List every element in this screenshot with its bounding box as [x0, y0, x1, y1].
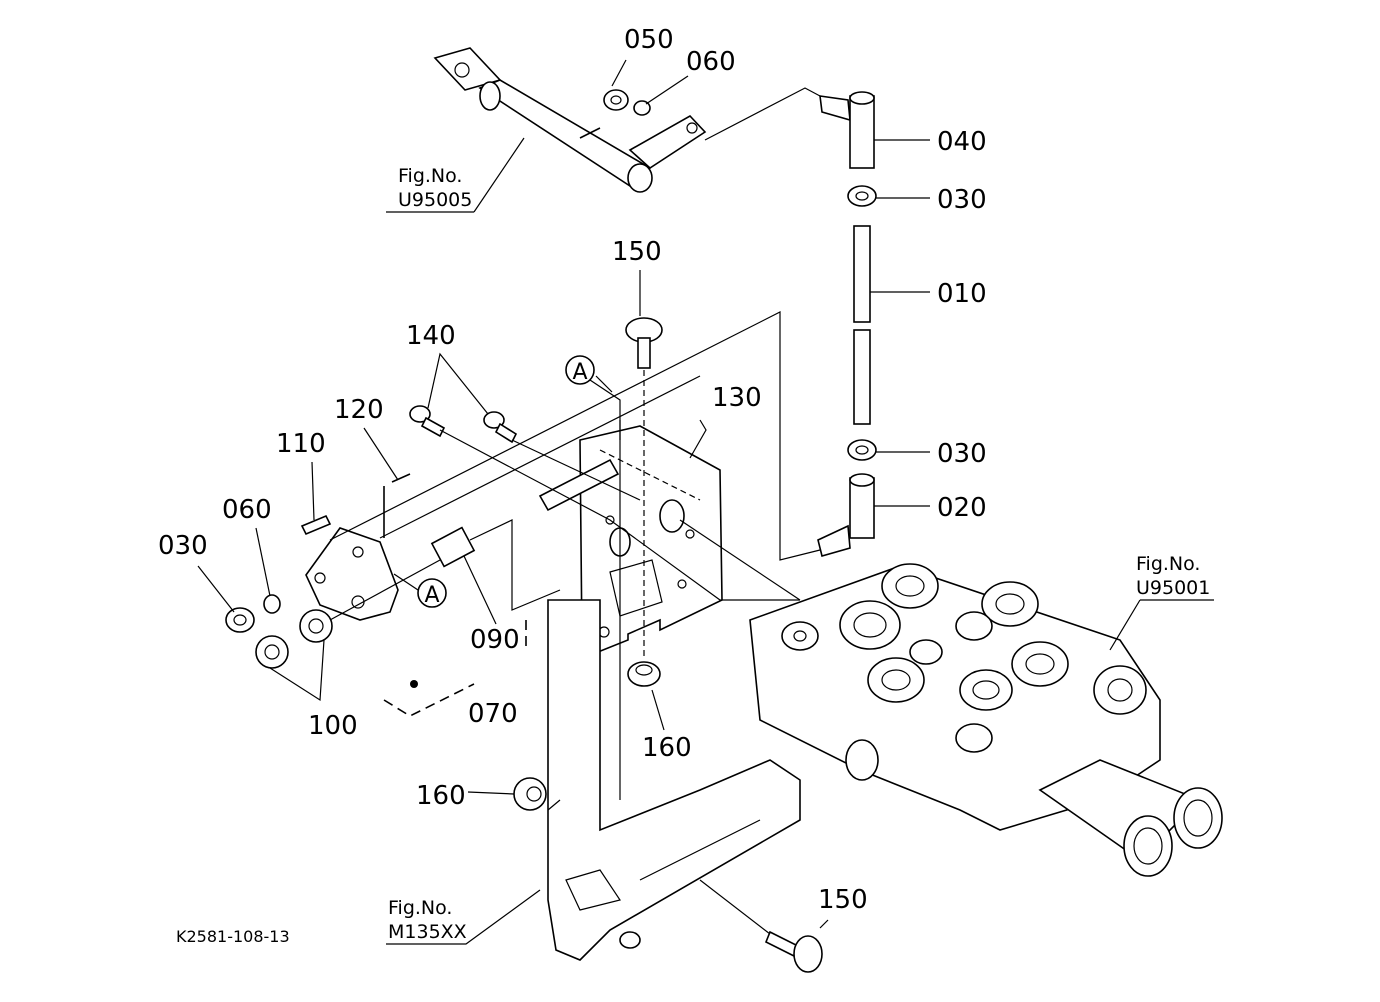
bolts-140 — [409, 405, 518, 444]
callout-150-top: 150 — [612, 237, 662, 267]
bracket-070 — [305, 527, 418, 688]
control-valve — [749, 563, 1223, 877]
fig-ref-u95001-line2: U95001 — [1136, 577, 1210, 599]
nut-030-top — [847, 185, 877, 207]
leader-lines — [197, 59, 1214, 945]
bolt-150-top — [625, 317, 663, 369]
threaded-rod-010 — [853, 225, 871, 425]
assembly-lines — [329, 87, 821, 935]
callout-060-left: 060 — [222, 495, 272, 525]
callout-030-left: 030 — [158, 531, 208, 561]
callout-090: 090 — [470, 625, 520, 655]
bolt-150-bottom — [764, 930, 823, 973]
callout-160-mid: 160 — [642, 733, 692, 763]
callout-010: 010 — [937, 279, 987, 309]
callout-020: 020 — [937, 493, 987, 523]
callout-110: 110 — [276, 429, 326, 459]
callout-060-top: 060 — [686, 47, 736, 77]
marker-a-top: A — [565, 355, 595, 385]
fig-ref-m135xx: Fig.No. M135XX — [388, 897, 467, 943]
upper-shaft — [433, 47, 707, 193]
frame-m135xx — [547, 599, 801, 961]
marker-a-top-label: A — [572, 360, 587, 385]
bushing-100 — [255, 609, 333, 669]
pin-110 — [300, 514, 332, 536]
callout-160-left: 160 — [416, 781, 466, 811]
nut-030-mid — [847, 439, 877, 461]
callout-100: 100 — [308, 711, 358, 741]
callouts: 050 060 040 030 010 030 020 150 140 130 … — [158, 25, 987, 915]
fig-ref-u95001-line1: Fig.No. — [1136, 553, 1200, 575]
washer-060-top — [633, 100, 651, 116]
fig-ref-u95005-line1: Fig.No. — [398, 165, 462, 187]
fig-ref-m135xx-line2: M135XX — [388, 921, 467, 943]
callout-140: 140 — [406, 321, 456, 351]
nut-050 — [603, 89, 629, 111]
nut-030-left — [225, 607, 255, 633]
fig-ref-u95005-line2: U95005 — [398, 189, 472, 211]
nut-160-left — [513, 777, 547, 811]
marker-a-left: A — [417, 578, 447, 608]
washer-060-left — [263, 594, 281, 614]
callout-030-top: 030 — [937, 185, 987, 215]
rod-end-040 — [819, 91, 875, 169]
fig-ref-u95001: Fig.No. U95001 — [1136, 553, 1210, 599]
callout-040: 040 — [937, 127, 987, 157]
marker-a-left-label: A — [424, 583, 439, 608]
callout-120: 120 — [334, 395, 384, 425]
fig-ref-m135xx-line1: Fig.No. — [388, 897, 452, 919]
fig-ref-u95005: Fig.No. U95005 — [398, 165, 472, 211]
callout-070: 070 — [468, 699, 518, 729]
nut-160-mid — [627, 661, 661, 687]
callout-050: 050 — [624, 25, 674, 55]
callout-030-mid: 030 — [937, 439, 987, 469]
sleeve-090 — [430, 526, 476, 568]
rod-end-020 — [817, 473, 875, 557]
plate-130 — [538, 425, 723, 653]
callout-130: 130 — [712, 383, 762, 413]
drawing-code: K2581-108-13 — [176, 927, 290, 946]
callout-150-bottom: 150 — [818, 885, 868, 915]
